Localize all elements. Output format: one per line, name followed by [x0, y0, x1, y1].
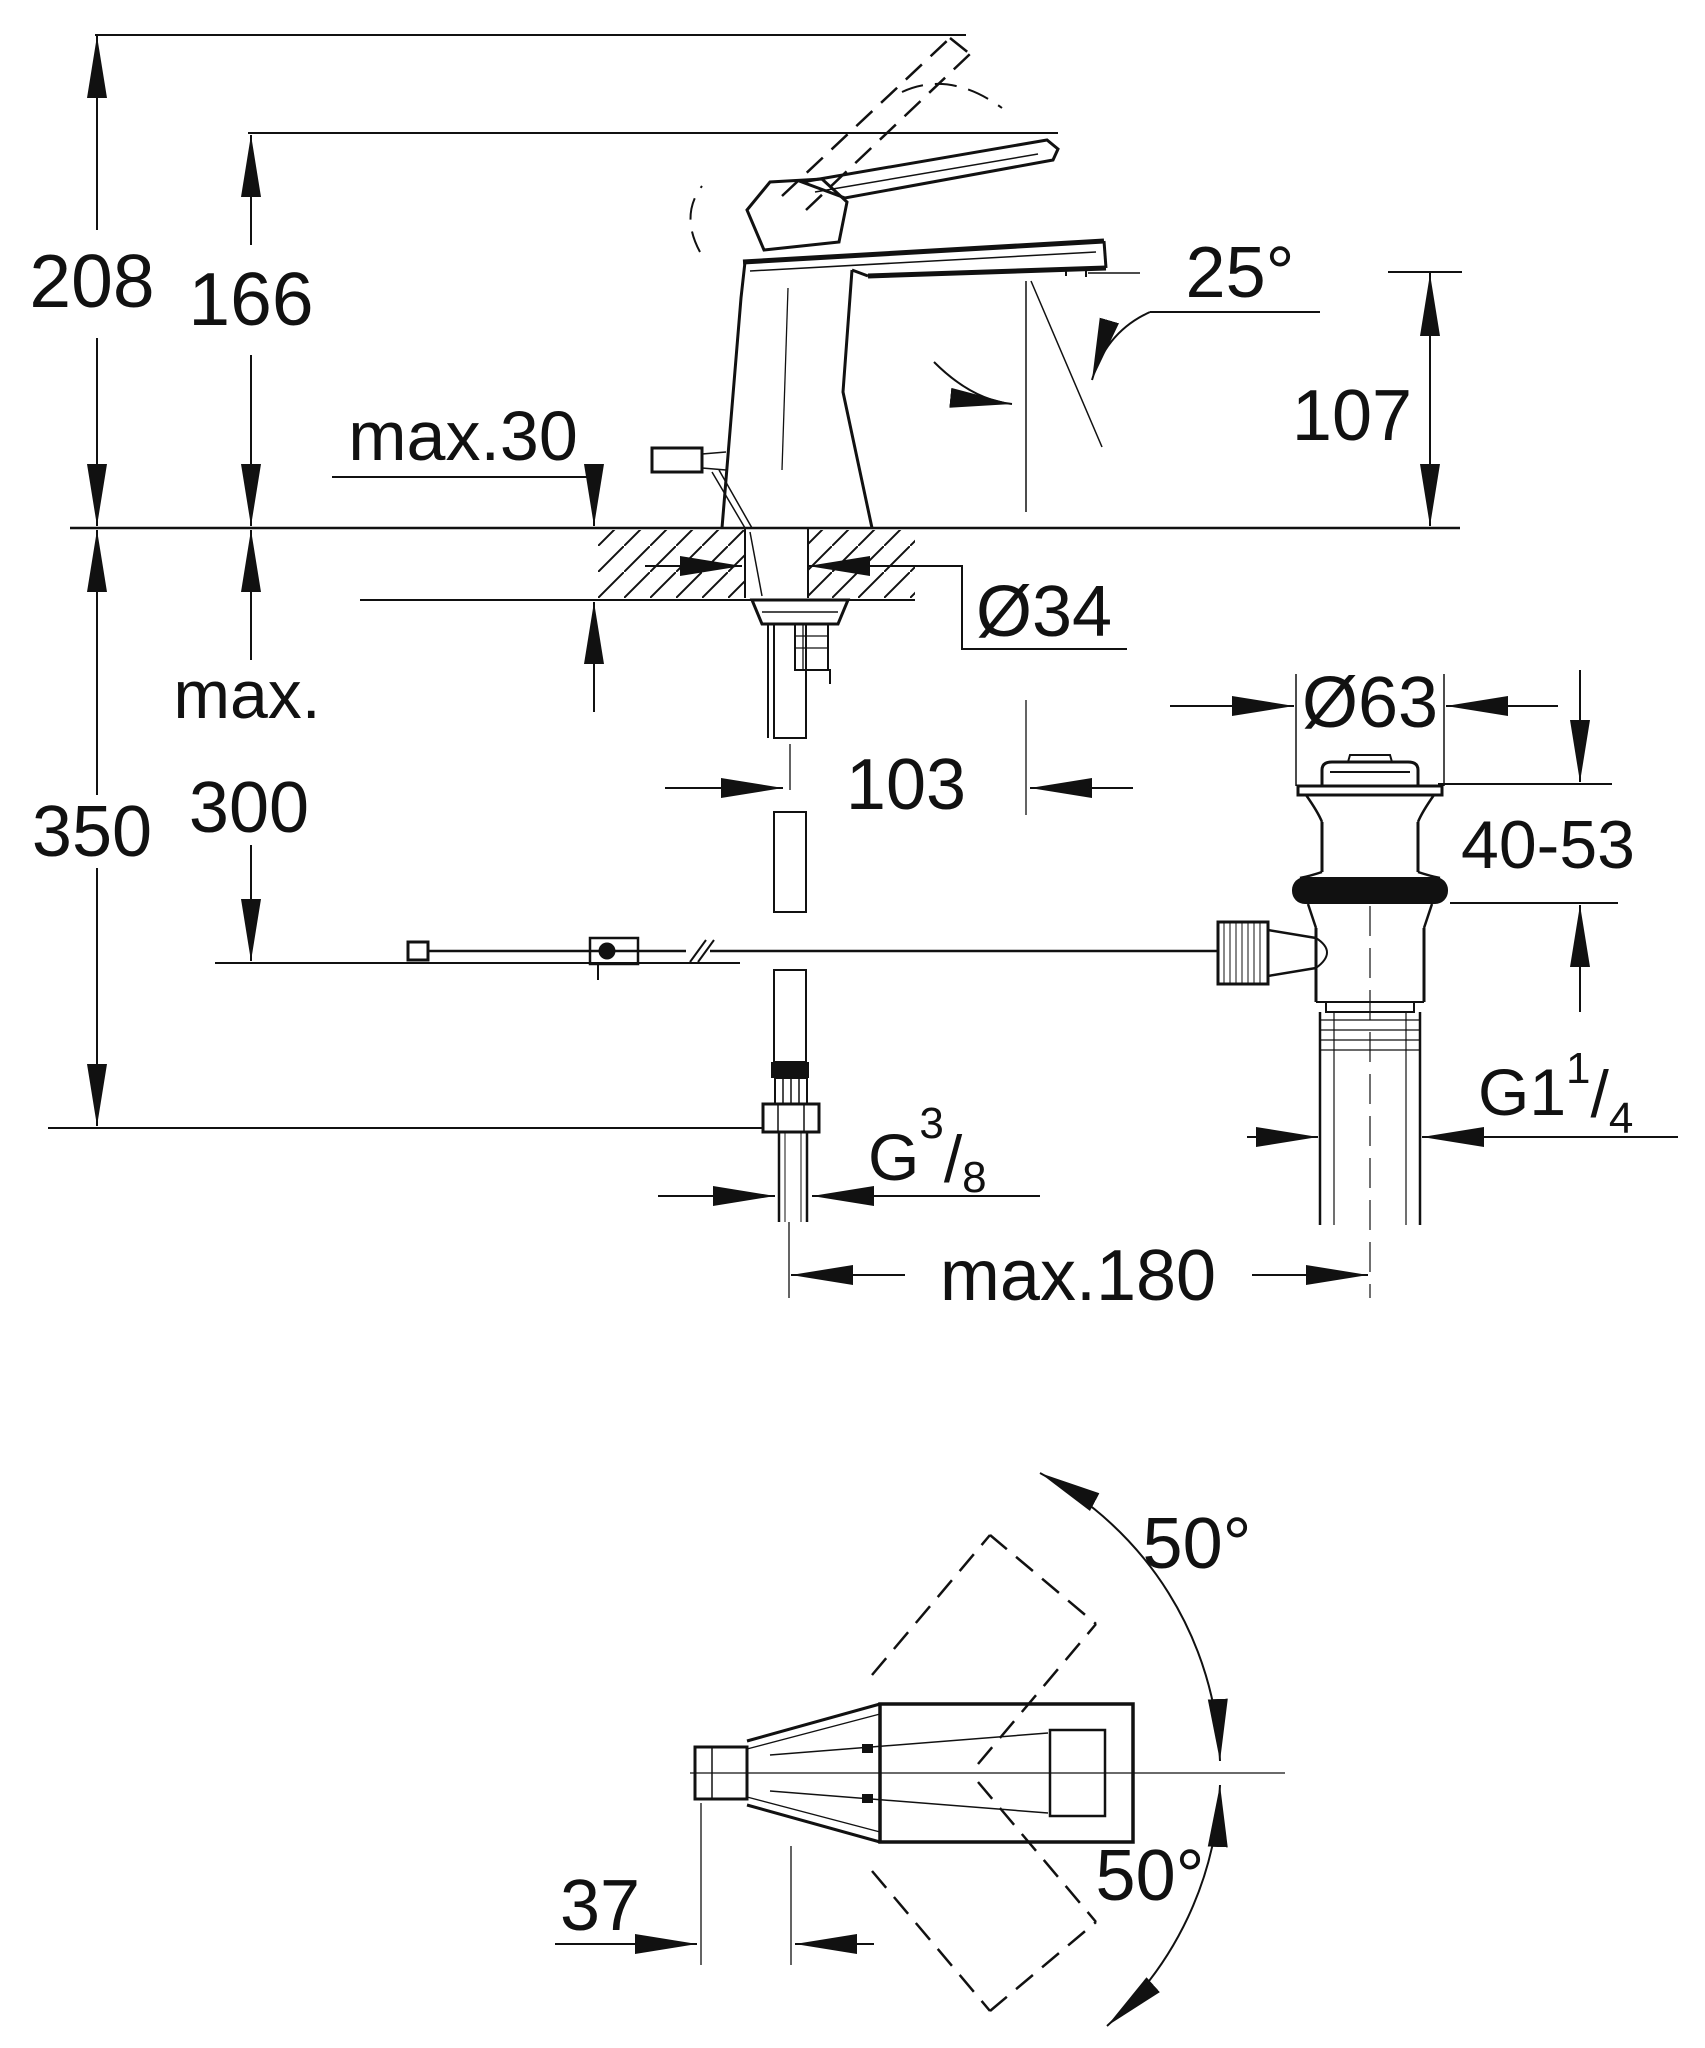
spout-tip-top-view: [693, 1745, 749, 1801]
handle-raised-dashed: [689, 37, 1003, 253]
reference-lines: [48, 34, 1462, 1129]
supply-thread-sup: 3: [919, 1099, 943, 1148]
shank-step: [794, 623, 829, 671]
dim-clamp-range: 40-53: [1438, 670, 1635, 1012]
waste-thread-sub: 4: [1609, 1094, 1633, 1143]
dim-stream-angle: 25°: [933, 233, 1320, 408]
dim-spout-height-label: 107: [1292, 376, 1412, 456]
waste-thread-base: G1: [1478, 1055, 1566, 1129]
counter-hatch-left: [598, 530, 745, 598]
waste-plug: [1320, 760, 1420, 786]
waste-neck: [1320, 822, 1420, 872]
hose-ferrule: [771, 1062, 809, 1078]
dim-hole-diameter-label: Ø34: [976, 572, 1112, 652]
dim-swing-lower-label: 50°: [1096, 1836, 1205, 1916]
rod-adjuster-knob: [1216, 920, 1270, 986]
dim-clamp-range-label: 40-53: [1461, 807, 1635, 883]
dim-spout-offset: 37: [555, 1803, 874, 1965]
dim-height-total-label: 208: [29, 239, 154, 323]
rod-linkage: [588, 936, 640, 966]
dim-stream-angle-label: 25°: [1186, 233, 1295, 313]
pull-rod-knob: [650, 446, 753, 529]
dim-deck-thickness-label: max.30: [348, 397, 578, 475]
body-right-edge: [841, 269, 874, 529]
dim-supply-thread-label: G3/8: [868, 1099, 987, 1202]
dim-height-handle: 166: [188, 135, 314, 526]
waste-valve-housing: [1314, 928, 1426, 1002]
swing-arcs: [1039, 1472, 1228, 2027]
mounting-nut: [749, 598, 851, 626]
top-view: 50° 50° 37: [555, 1472, 1285, 2027]
waste-assembly: [1216, 754, 1448, 1298]
pop-up-rod: [406, 936, 1218, 980]
body-left-edge: [720, 261, 747, 529]
spout-top-edge: [742, 238, 1105, 265]
waste-thread-sup: 1: [1566, 1044, 1590, 1093]
aerator: [1065, 267, 1087, 277]
supply-thread-slash: /: [944, 1122, 963, 1196]
handle-knuckle: [745, 177, 849, 252]
dim-height-handle-label: 166: [188, 257, 313, 341]
supply-thread-sub: 8: [962, 1153, 986, 1202]
dim-hole-diameter: Ø34: [645, 556, 1127, 652]
waste-flange: [1296, 784, 1444, 797]
dim-spout-reach: 103: [665, 700, 1133, 825]
dim-spout-height: 107: [1292, 272, 1440, 526]
dim-spread-max-label: max.180: [940, 1236, 1216, 1316]
faucet-body: [650, 37, 1108, 529]
supply-stack: [749, 598, 851, 1298]
hose-segment-upper: [773, 623, 807, 739]
dim-supply-thread: G3/8: [658, 1099, 1040, 1206]
counter-hatch-right: [808, 530, 915, 598]
dim-deck-thickness: max.30: [332, 397, 604, 712]
dim-swing-upper-label: 50°: [1143, 1504, 1252, 1584]
handle-lever: [796, 138, 1060, 200]
supply-thread-base: G: [868, 1120, 919, 1194]
dim-hose-reach-value: 300: [189, 768, 309, 848]
dim-waste-flange-label: Ø63: [1302, 663, 1438, 743]
dim-hose-total-label: 350: [32, 792, 152, 872]
dim-waste-thread-label: G11/4: [1478, 1044, 1633, 1143]
dim-hose-total: 350: [32, 530, 152, 1126]
dim-hose-reach-prefix: max.: [173, 657, 320, 733]
dim-spread-max: max.180: [791, 1236, 1368, 1316]
dim-waste-thread: G11/4: [1247, 1044, 1678, 1147]
dim-hose-reach-max: max. 300: [173, 530, 321, 961]
supply-tube: [777, 1132, 809, 1222]
dim-height-total: 208: [29, 36, 155, 526]
waste-o-ring: [1292, 877, 1448, 904]
stream-angled: [1030, 280, 1103, 448]
supply-hex-nut: [761, 1102, 821, 1134]
dim-waste-flange: Ø63: [1170, 663, 1558, 786]
rod-pivot: [598, 942, 616, 960]
rod-break-marks: [689, 939, 715, 963]
waste-thread-slash: /: [1591, 1057, 1610, 1131]
dim-spout-reach-label: 103: [846, 745, 966, 825]
hose-segment-middle: [773, 811, 807, 913]
front-view: 208 166 max.30 Ø34 max. 300 35: [29, 34, 1678, 1316]
spout-tip: [1102, 240, 1108, 269]
waste-tailpipe: [1318, 1012, 1422, 1225]
dim-spout-offset-label: 37: [560, 1866, 640, 1946]
